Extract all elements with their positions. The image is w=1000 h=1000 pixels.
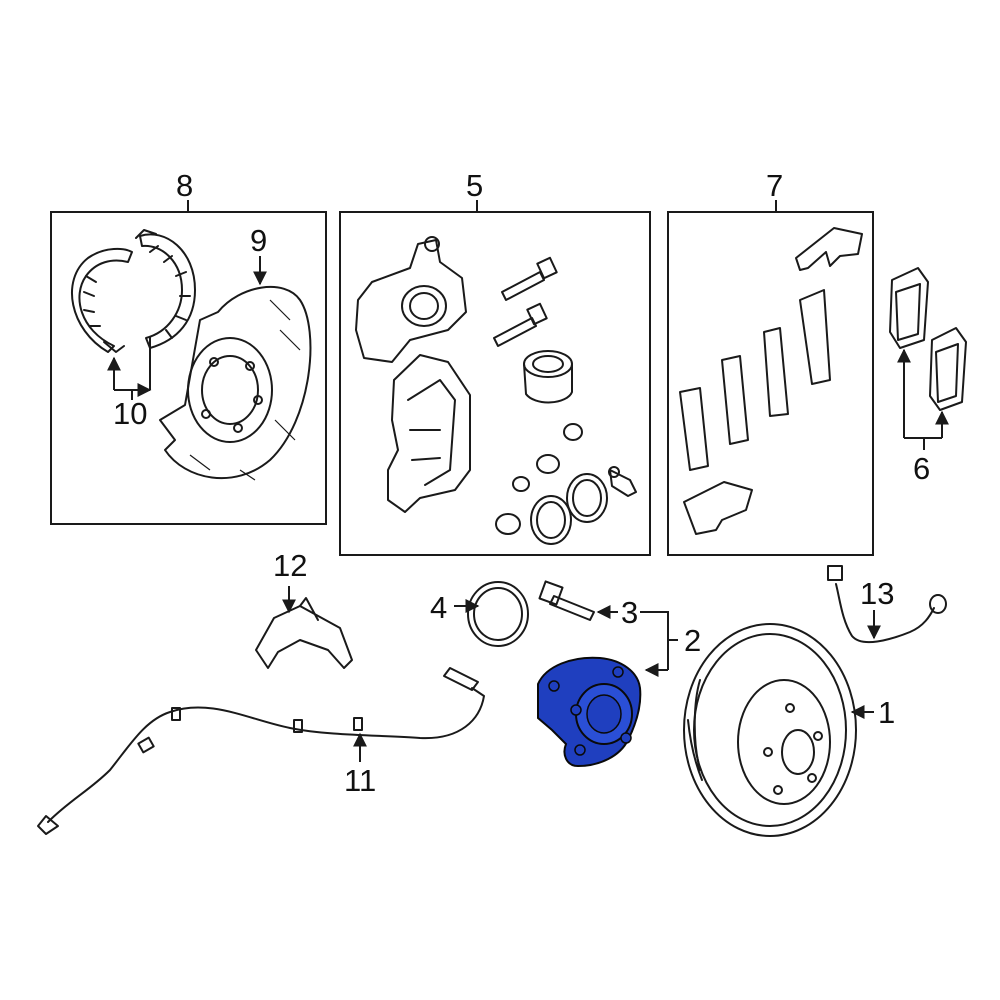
callout-12: 12: [273, 548, 308, 583]
dust-shield-part[interactable]: [159, 286, 312, 481]
guide-pin-bolt-upper[interactable]: [501, 256, 558, 301]
callout-13: 13: [860, 576, 895, 611]
bleeder-screw[interactable]: [608, 466, 637, 497]
caliper-bracket-part[interactable]: [387, 354, 471, 513]
callout-1: 1: [878, 695, 896, 730]
callout-2: 2: [684, 623, 702, 658]
seal-rings[interactable]: [530, 473, 608, 545]
callout-4: 4: [430, 590, 448, 625]
leader-6: [904, 437, 942, 450]
pad-clips-part[interactable]: [679, 227, 863, 535]
hub-assembly-part[interactable]: [537, 656, 642, 768]
small-boot-parts[interactable]: [495, 423, 583, 535]
callout-3: 3: [621, 595, 639, 630]
callout-11: 11: [344, 763, 377, 798]
sensor-bracket-part[interactable]: [255, 597, 353, 669]
guide-pin-bolt-lower[interactable]: [493, 302, 548, 347]
group-box-5: [339, 211, 651, 556]
leader-10: [113, 336, 150, 390]
piston-part[interactable]: [523, 350, 573, 404]
group-box-7: [667, 211, 874, 556]
callout-6: 6: [913, 451, 931, 486]
brake-rotor-part[interactable]: [683, 623, 857, 837]
callout-10: 10: [113, 396, 148, 431]
brake-pads-part[interactable]: [889, 267, 967, 411]
callout-5: 5: [466, 168, 484, 203]
brake-shoes-part[interactable]: [71, 229, 196, 353]
leader-2: [640, 611, 669, 670]
caliper-part[interactable]: [355, 236, 467, 363]
callout-7: 7: [766, 168, 784, 203]
o-ring-part[interactable]: [467, 581, 529, 647]
brake-hose-part[interactable]: [827, 565, 947, 644]
callout-8: 8: [176, 168, 194, 203]
hub-bolt-part[interactable]: [538, 580, 595, 621]
abs-sensor-harness-part[interactable]: [37, 667, 485, 835]
callout-9: 9: [250, 223, 268, 258]
